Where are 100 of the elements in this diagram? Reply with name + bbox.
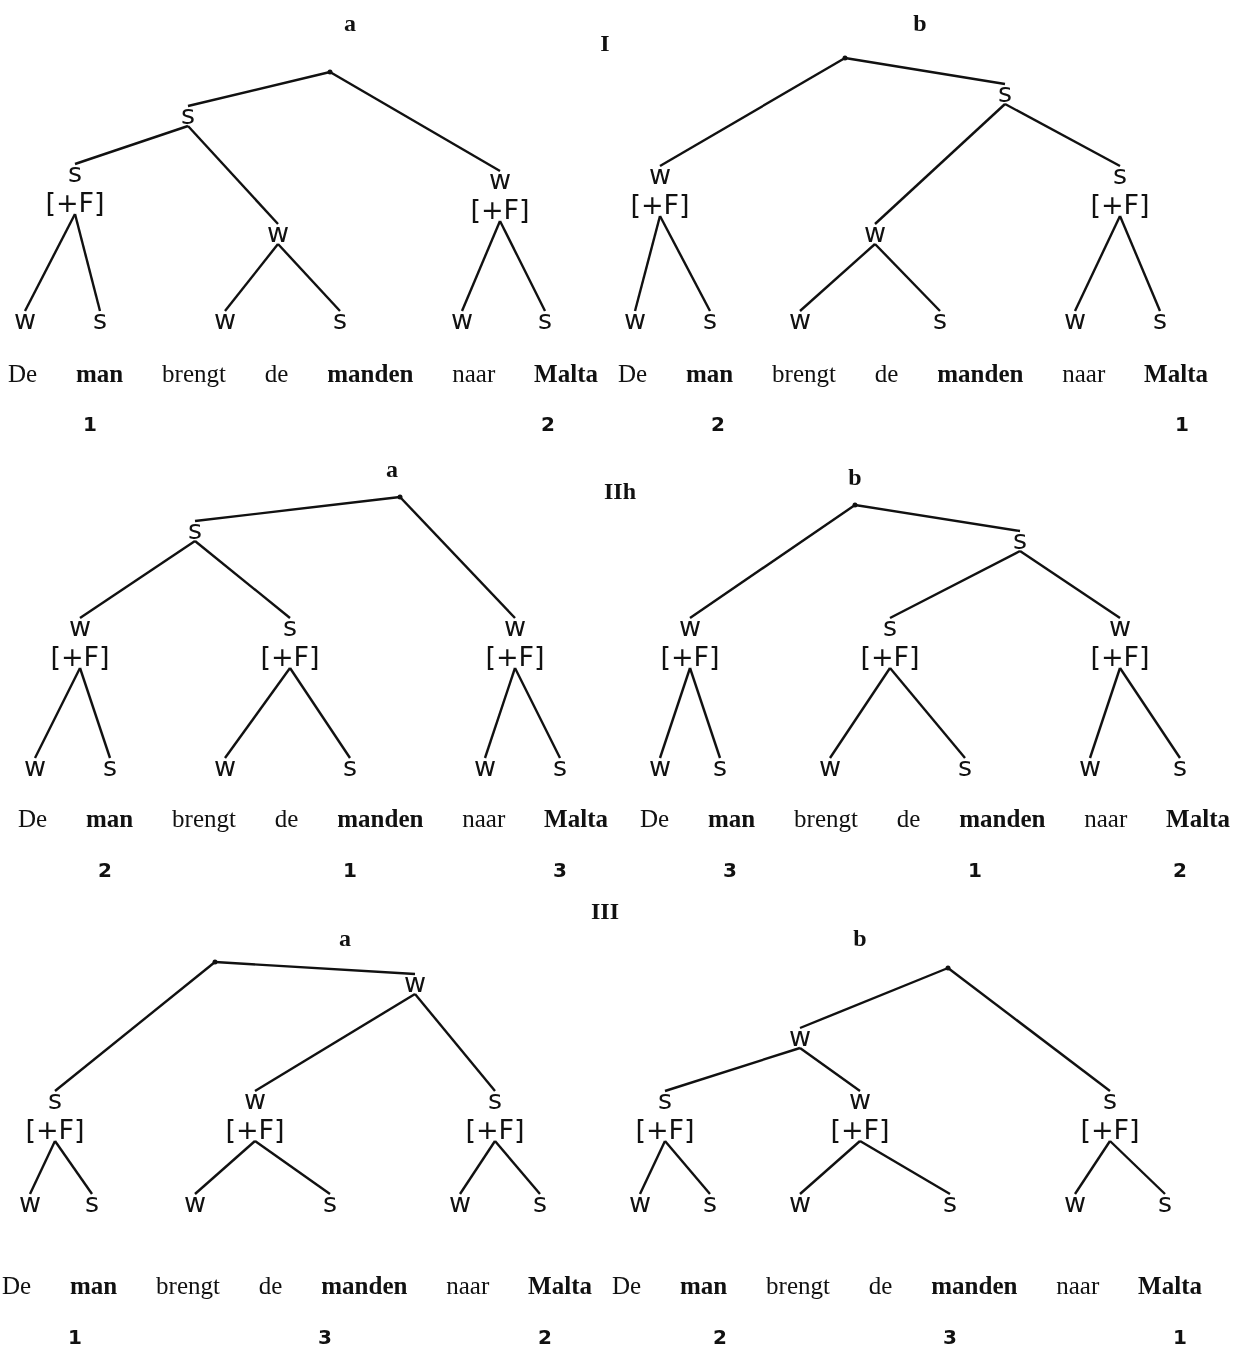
feature-label: [+F] <box>485 642 545 672</box>
tree-branch <box>399 496 516 619</box>
tree-branch <box>254 1140 331 1195</box>
panel-label: b <box>853 925 867 952</box>
stress-label: s <box>942 1188 958 1218</box>
prominence-number: 3 <box>943 1325 957 1349</box>
stress-label: w <box>242 1085 268 1115</box>
stress-label: w <box>648 752 672 782</box>
prominence-number: 3 <box>318 1325 332 1349</box>
stress-label: s <box>322 1188 338 1218</box>
stress-label: w <box>23 752 47 782</box>
tree-vertex-dot <box>842 55 848 61</box>
stress-label: s <box>881 612 899 642</box>
tree-branch <box>874 243 941 312</box>
stress-label: s <box>997 78 1013 108</box>
tree-branch <box>194 1140 256 1195</box>
tree-vertex-dot <box>327 69 333 75</box>
panel-label: a <box>339 925 351 952</box>
stress-label: s <box>1111 160 1129 190</box>
feature-label: [+F] <box>260 642 320 672</box>
tree-vertex-dot <box>945 965 951 971</box>
prominence-number: 2 <box>538 1325 552 1349</box>
feature-label: [+F] <box>635 1115 695 1145</box>
stress-label: w <box>213 305 237 335</box>
panel-label: a <box>344 10 356 37</box>
panel-label: a <box>386 456 398 483</box>
tree-branch <box>829 667 891 759</box>
tree-branch <box>224 667 291 759</box>
tree-branch <box>889 667 966 759</box>
stress-label: s <box>656 1085 674 1115</box>
tree-branch <box>1118 215 1162 312</box>
stress-label: s <box>84 1188 100 1218</box>
tree-branch <box>1073 215 1122 312</box>
feature-label: [+F] <box>630 190 690 220</box>
tree-branch <box>638 1140 667 1195</box>
tree-branch <box>460 220 502 312</box>
feature-label: [+F] <box>225 1115 285 1145</box>
stress-label: w <box>448 1188 472 1218</box>
feature-label: [+F] <box>830 1115 890 1145</box>
sentence-text: De man brengt de manden naar Malta <box>18 805 608 833</box>
stress-label: w <box>847 1085 873 1115</box>
tree-branch <box>459 1140 496 1195</box>
tree-branch <box>23 213 77 312</box>
tree-branch <box>874 103 1006 225</box>
stress-label: s <box>281 612 299 642</box>
stress-label: w <box>818 752 842 782</box>
stress-label: w <box>788 1022 812 1052</box>
tree-branch <box>859 1139 951 1196</box>
tree-branch <box>54 961 216 1092</box>
tree-branch <box>224 243 279 312</box>
prominence-number: 3 <box>553 858 567 882</box>
stress-label: w <box>863 218 887 248</box>
sentence-text: De man brengt de manden naar Malta <box>618 360 1208 388</box>
stress-label: s <box>702 1188 718 1218</box>
feature-label: [+F] <box>50 642 110 672</box>
tree-vertex-dot <box>852 502 858 508</box>
stress-label: w <box>1063 1188 1087 1218</box>
feature-label: [+F] <box>470 195 530 225</box>
feature-label: [+F] <box>660 642 720 672</box>
stress-label: w <box>403 968 427 998</box>
tree-branch <box>664 1046 801 1093</box>
tree-branch <box>799 243 876 312</box>
panel-label: III <box>591 898 619 925</box>
tree-branch <box>483 667 517 759</box>
tree-branch <box>54 1140 93 1195</box>
prominence-number: 2 <box>98 858 112 882</box>
panel-label: IIh <box>604 478 636 505</box>
tree-branch <box>799 1047 861 1092</box>
tree-branch <box>28 1140 57 1195</box>
tree-branch <box>658 215 712 312</box>
feature-label: [+F] <box>1090 642 1150 672</box>
stress-label: s <box>46 1085 64 1115</box>
stress-label: s <box>1101 1085 1119 1115</box>
tree-branch <box>889 549 1021 620</box>
tree-branch <box>658 667 692 759</box>
stress-label: s <box>1172 752 1188 782</box>
stress-label: w <box>266 218 290 248</box>
stress-label: s <box>712 752 728 782</box>
stress-label: w <box>183 1188 207 1218</box>
stress-label: w <box>1078 752 1102 782</box>
stress-label: s <box>532 1188 548 1218</box>
prominence-number: 2 <box>1173 858 1187 882</box>
stress-label: s <box>552 752 568 782</box>
stress-label: w <box>647 160 673 190</box>
stress-label: s <box>180 100 196 130</box>
feature-label: [+F] <box>1080 1115 1140 1145</box>
prominence-number: 1 <box>83 412 97 436</box>
tree-branch <box>1004 102 1121 168</box>
feature-label: [+F] <box>25 1115 85 1145</box>
tree-branch <box>187 125 279 225</box>
stress-label: w <box>788 305 812 335</box>
prominence-number: 2 <box>541 412 555 436</box>
stress-label: s <box>1012 525 1028 555</box>
stress-label: w <box>450 305 474 335</box>
tree-branch <box>1119 667 1181 759</box>
tree-branch <box>1019 550 1121 619</box>
prominence-number: 3 <box>723 858 737 882</box>
tree-vertex-dot <box>212 959 218 965</box>
panel-label: b <box>913 10 927 37</box>
stress-label: w <box>677 612 703 642</box>
